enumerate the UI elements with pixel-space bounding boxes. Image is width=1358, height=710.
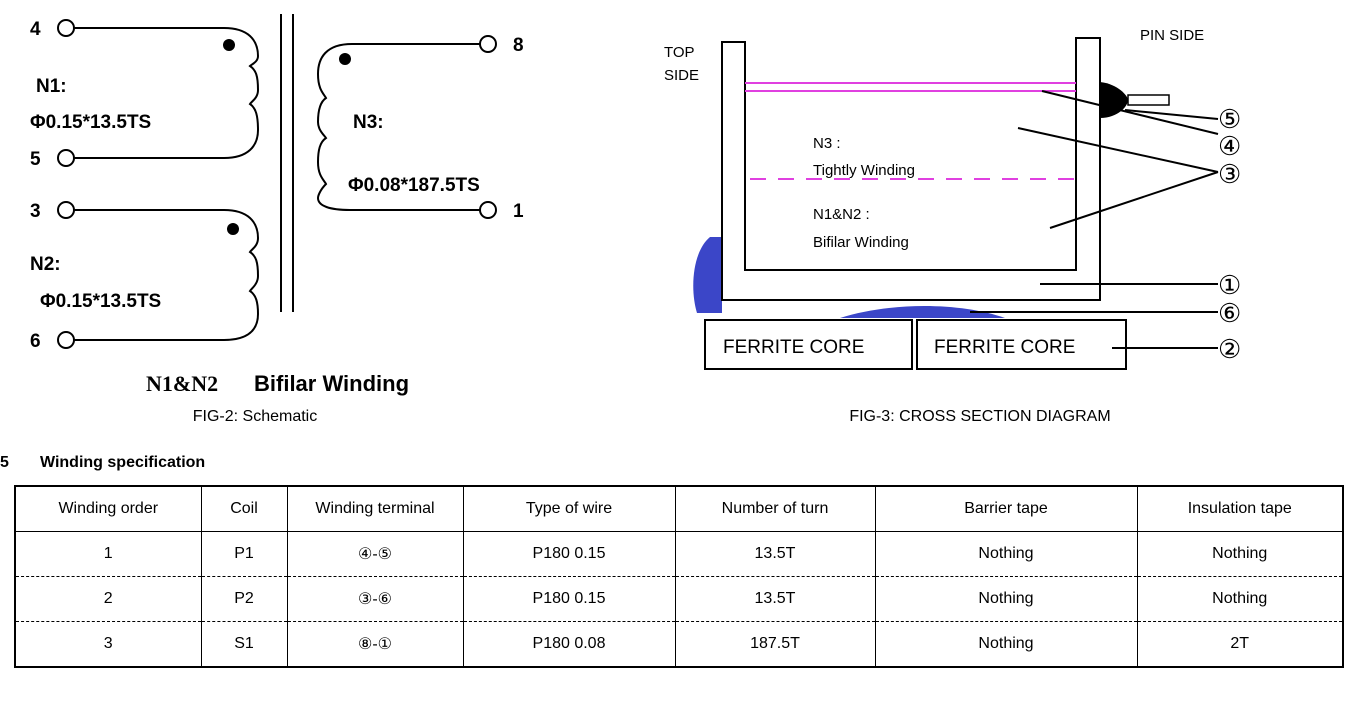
glue-pin-side [1100, 82, 1128, 118]
top-side-label-line1: TOP [664, 44, 695, 61]
header-number-of-turn: Number of turn [674, 486, 875, 532]
table-row: 1 P1 ④-⑤ P180 0.15 13.5T Nothing Nothing [15, 531, 1343, 577]
table-row: 2 P2 ③-⑥ P180 0.15 13.5T Nothing Nothing [15, 576, 1343, 622]
n3-label: N3 : [813, 135, 841, 152]
header-barrier-tape: Barrier tape [874, 486, 1137, 532]
n1-spec: Φ0.15*13.5TS [30, 112, 151, 133]
section-heading: 5 Winding specification [0, 454, 205, 472]
callout-3: ③ [1218, 159, 1241, 189]
header-winding-terminal: Winding terminal [286, 486, 463, 532]
cross-section-diagram: TOP SIDE PIN SIDE N3 : Tightly Winding N… [664, 27, 1241, 370]
cell-winding-order: 2 [15, 576, 201, 622]
pin-3-label: 3 [30, 201, 41, 222]
n1-polarity-dot [223, 39, 235, 51]
ferrite-core-left [704, 319, 913, 370]
pin-5-label: 5 [30, 149, 41, 170]
cell-insulation-tape: 2T [1136, 621, 1343, 667]
bobbin-outline [721, 37, 1101, 301]
cell-winding-order: 1 [103, 545, 113, 562]
header-type-of-wire: Type of wire [462, 486, 675, 532]
callout-5: ⑤ [1218, 104, 1241, 134]
n2-polarity-dot [227, 223, 239, 235]
table-header-row: Winding order Coil Winding terminal Type… [15, 486, 1343, 532]
section-title: Winding specification [40, 454, 206, 471]
table-row: 3 S1 ⑧-① P180 0.08 187.5T Nothing 2T [15, 621, 1343, 667]
n3-spec: Φ0.08*187.5TS [348, 175, 480, 196]
header-winding-order: Winding order [15, 486, 201, 532]
header-insulation-tape: Insulation tape [1136, 486, 1343, 532]
cell-type-of-wire: P180 0.15 [462, 531, 675, 577]
cell-insulation-tape: Nothing [1136, 576, 1343, 622]
schematic-caption: FIG-2: Schematic [192, 408, 318, 425]
pin-8-label: 8 [513, 35, 524, 56]
cell-barrier-tape: Nothing [874, 531, 1137, 577]
cell-barrier-tape: Nothing [874, 576, 1137, 622]
n2-spec: Φ0.15*13.5TS [40, 291, 161, 312]
top-side-label-line2: SIDE [664, 67, 699, 84]
callout-6: ⑥ [1218, 298, 1241, 328]
cell-winding-terminal: ③-⑥ [286, 576, 463, 622]
winding-spec-table: Winding order Coil Winding terminal Type… [14, 485, 1344, 668]
cell-number-of-turn: 13.5T [674, 576, 875, 622]
cell-type-of-wire: P180 0.15 [462, 576, 675, 622]
cell-barrier-tape: Nothing [874, 621, 1137, 667]
pin-6-label: 6 [30, 331, 41, 352]
n3-polarity-dot [339, 53, 351, 65]
callout-1: ① [1218, 270, 1241, 300]
n3-name: N3: [353, 112, 384, 133]
cell-coil: S1 [200, 621, 287, 667]
bifilar-prefix: N1&N2 [146, 371, 218, 396]
cell-coil: P2 [200, 576, 287, 622]
cross-section-caption: FIG-3: CROSS SECTION DIAGRAM [849, 408, 1111, 425]
pin-stub [1127, 94, 1170, 106]
pin-side-label: PIN SIDE [1140, 27, 1204, 44]
header-coil: Coil [200, 486, 287, 532]
cell-winding-terminal: ⑧-① [286, 621, 463, 667]
cell-winding-order: 3 [15, 621, 201, 667]
pin-4-label: 4 [30, 19, 41, 40]
n1-name: N1: [36, 76, 67, 97]
glue-left [693, 237, 722, 313]
cell-insulation-tape: Nothing [1136, 531, 1343, 577]
n3-desc: Tightly Winding [813, 162, 915, 179]
ferrite-core-left-label: FERRITE CORE [723, 337, 864, 358]
schematic-diagram: 4 5 3 6 8 1 N1: Φ0.15*13.5TS N2: Φ0.15*1… [30, 14, 524, 396]
cell-winding-terminal: ④-⑤ [286, 531, 463, 577]
n12-desc: Bifilar Winding [813, 234, 909, 251]
callout-4: ④ [1218, 131, 1241, 161]
n12-label: N1&N2 : [813, 206, 870, 223]
bifilar-text: Bifilar Winding [254, 371, 409, 396]
cell-coil: P1 [200, 531, 287, 577]
cell-type-of-wire: P180 0.08 [462, 621, 675, 667]
pin-1-label: 1 [513, 201, 524, 222]
glue-bottom [840, 306, 1005, 318]
ferrite-core-right-label: FERRITE CORE [934, 337, 1075, 358]
cell-number-of-turn: 187.5T [674, 621, 875, 667]
n2-name: N2: [30, 254, 61, 275]
ferrite-core-right [916, 319, 1127, 370]
section-number: 5 [0, 454, 9, 471]
cell-number-of-turn: 13.5T [674, 531, 875, 577]
callout-2: ② [1218, 334, 1241, 364]
